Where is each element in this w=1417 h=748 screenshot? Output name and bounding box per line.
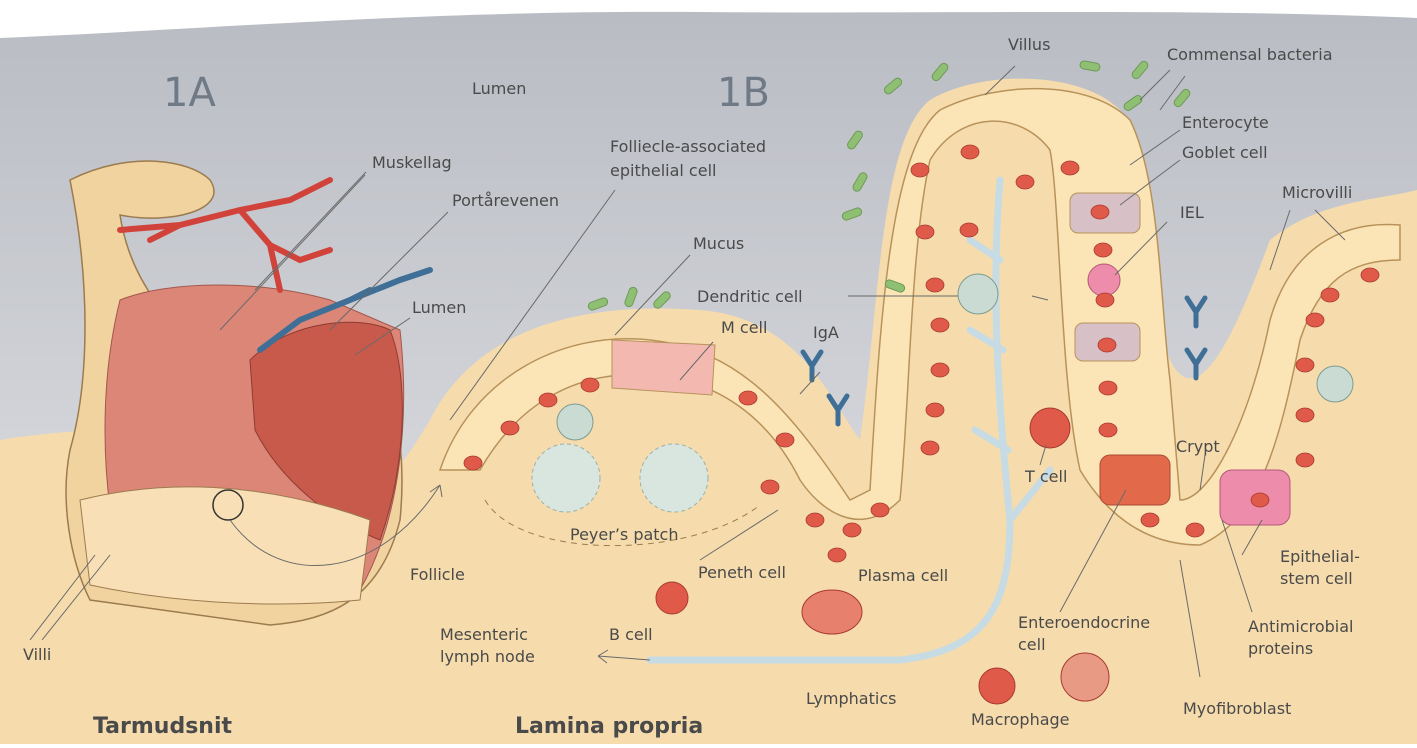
- nucleus: [1141, 513, 1159, 527]
- nucleus: [739, 391, 757, 405]
- label-peyers: Peyer’s patch: [570, 525, 679, 544]
- nucleus: [926, 278, 944, 292]
- nucleus: [1061, 161, 1079, 175]
- panel-a-label: 1A: [163, 70, 216, 116]
- crypt-enteroendocrine-cell: [1100, 455, 1170, 505]
- nucleus: [828, 548, 846, 562]
- nucleus: [926, 403, 944, 417]
- macrophage-cell: [1061, 653, 1109, 701]
- region-lamina-propria: Lamina propria: [515, 714, 703, 739]
- plasma-cell: [802, 590, 862, 634]
- nucleus: [1306, 313, 1324, 327]
- dendritic-cell: [958, 274, 998, 314]
- nucleus: [931, 363, 949, 377]
- label-stem-1: Epithelial-: [1280, 547, 1360, 566]
- label-villus: Villus: [1008, 35, 1050, 54]
- label-mcell: M cell: [721, 318, 767, 337]
- nucleus: [1099, 381, 1117, 395]
- nucleus: [911, 163, 929, 177]
- label-lymphatics: Lymphatics: [806, 689, 896, 708]
- label-mucus: Mucus: [693, 234, 744, 253]
- nucleus: [581, 378, 599, 392]
- nucleus: [1096, 293, 1114, 307]
- label-antimicro-2: proteins: [1248, 639, 1313, 658]
- peyers-follicle: [640, 444, 708, 512]
- nucleus: [1098, 338, 1116, 352]
- label-mesenteric-1: Mesenteric: [440, 625, 528, 644]
- t-cell: [1030, 408, 1070, 448]
- label-enterocyte: Enterocyte: [1182, 113, 1269, 132]
- mcell: [612, 340, 715, 395]
- nucleus: [960, 223, 978, 237]
- nucleus: [1296, 358, 1314, 372]
- label-myofibroblast: Myofibroblast: [1183, 699, 1291, 718]
- label-lumen-tube: Lumen: [412, 298, 466, 317]
- nucleus: [806, 513, 824, 527]
- peyers-follicle: [532, 444, 600, 512]
- nucleus: [1091, 205, 1109, 219]
- label-microvilli: Microvilli: [1282, 183, 1352, 202]
- dendritic-cell: [1317, 366, 1353, 402]
- label-mesenteric-2: lymph node: [440, 647, 535, 666]
- label-commensal: Commensal bacteria: [1167, 45, 1333, 64]
- macrophage-cell: [979, 668, 1015, 704]
- label-muskellag: Muskellag: [372, 153, 452, 172]
- nucleus: [931, 318, 949, 332]
- nucleus: [1296, 408, 1314, 422]
- nucleus: [1094, 243, 1112, 257]
- iel-cell: [1088, 264, 1120, 296]
- b-cell: [656, 582, 688, 614]
- label-villi: Villi: [23, 645, 51, 664]
- nucleus: [1186, 523, 1204, 537]
- label-iga: IgA: [813, 323, 839, 342]
- label-crypt: Crypt: [1176, 437, 1220, 456]
- nucleus: [1016, 175, 1034, 189]
- region-tarmudsnit: Tarmudsnit: [93, 714, 232, 739]
- label-portarevenen: Portårevenen: [452, 191, 559, 210]
- label-stem-2: stem cell: [1280, 569, 1353, 588]
- nucleus: [501, 421, 519, 435]
- label-fae-line1: Folliecle-associated: [610, 137, 766, 156]
- dendritic-cell: [557, 404, 593, 440]
- nucleus: [464, 456, 482, 470]
- label-bcell: B cell: [609, 625, 653, 644]
- nucleus: [1361, 268, 1379, 282]
- label-peneth: Peneth cell: [698, 563, 786, 582]
- nucleus: [539, 393, 557, 407]
- label-goblet: Goblet cell: [1182, 143, 1268, 162]
- label-tcell: T cell: [1024, 467, 1067, 486]
- nucleus: [1296, 453, 1314, 467]
- nucleus: [871, 503, 889, 517]
- label-macrophage: Macrophage: [971, 710, 1070, 729]
- label-antimicro-1: Antimicrobial: [1248, 617, 1354, 636]
- nucleus: [916, 225, 934, 239]
- nucleus: [1251, 493, 1269, 507]
- label-plasma: Plasma cell: [858, 566, 948, 585]
- nucleus: [776, 433, 794, 447]
- label-follicle: Follicle: [410, 565, 465, 584]
- label-enteroendo-1: Enteroendocrine: [1018, 613, 1150, 632]
- label-dendritic: Dendritic cell: [697, 287, 803, 306]
- label-fae-line2: epithelial cell: [610, 161, 716, 180]
- label-iel: IEL: [1180, 203, 1204, 222]
- label-enteroendo-2: cell: [1018, 635, 1046, 654]
- panel-b-label: 1B: [717, 70, 770, 116]
- nucleus: [961, 145, 979, 159]
- label-lumen-top: Lumen: [472, 79, 526, 98]
- nucleus: [921, 441, 939, 455]
- nucleus: [1321, 288, 1339, 302]
- nucleus: [761, 480, 779, 494]
- nucleus: [843, 523, 861, 537]
- nucleus: [1099, 423, 1117, 437]
